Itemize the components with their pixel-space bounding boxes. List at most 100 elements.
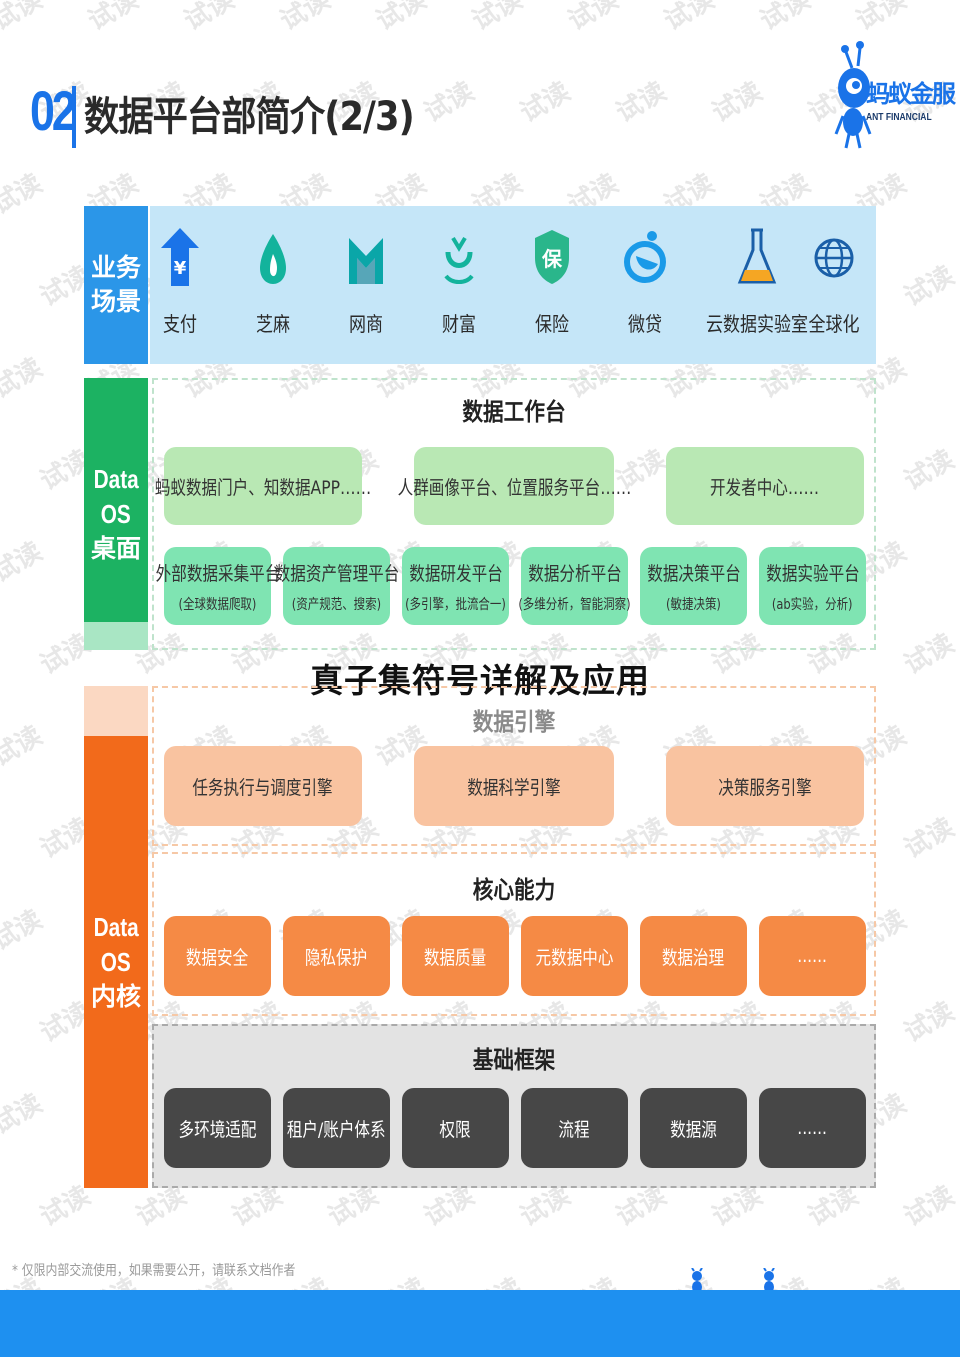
kernel-label-top xyxy=(84,686,148,736)
watermark-text: 试读 xyxy=(515,76,576,129)
engine-pill[interactable]: 数据科学引擎 xyxy=(414,746,614,826)
engine-text: 数据科学引擎 xyxy=(467,776,561,799)
section-number: 02 xyxy=(30,79,77,142)
page-title: 数据平台部简介(2/3) xyxy=(84,94,415,140)
core-title: 核心能力 xyxy=(472,876,556,904)
engine-text: 任务执行与调度引擎 xyxy=(192,776,334,799)
platform-card[interactable]: 数据分析平台 (多维分析，智能洞察) xyxy=(518,547,631,625)
platform-title: 数据决策平台 xyxy=(646,562,741,585)
biz-item-insurance[interactable]: 保 保险 xyxy=(506,226,598,337)
base-card[interactable]: 数据源 xyxy=(640,1088,747,1168)
base-card[interactable]: 权限 xyxy=(402,1088,509,1168)
biz-item-microloan[interactable]: 微贷 xyxy=(599,226,691,337)
watermark-text: 试读 xyxy=(0,720,48,773)
platform-sub: (敏捷决策) xyxy=(666,596,721,613)
base-text: ...... xyxy=(797,1117,828,1139)
microloan-icon xyxy=(624,231,666,283)
watermark-text: 试读 xyxy=(707,76,768,129)
platform-card[interactable]: 数据研发平台 (多引擎，批流合一) xyxy=(402,547,509,625)
watermark-text: 试读 xyxy=(899,1180,960,1233)
platform-sub: (多维分析，智能洞察) xyxy=(518,596,631,613)
platform-card[interactable]: 数据资产管理平台 (资产规范、搜索) xyxy=(274,547,399,625)
workbench-pill[interactable]: 人群画像平台、位置服务平台…… xyxy=(397,447,631,525)
watermark-text: 试读 xyxy=(899,444,960,497)
engine-pill[interactable]: 任务执行与调度引擎 xyxy=(164,746,362,826)
watermark-text: 试读 xyxy=(899,812,960,865)
core-card[interactable]: 数据安全 xyxy=(164,916,271,996)
core-card[interactable]: 元数据中心 xyxy=(521,916,628,996)
biz-item-global[interactable]: 全球化 xyxy=(788,226,880,337)
core-card[interactable]: 隐私保护 xyxy=(283,916,390,996)
base-card[interactable]: 租户/账户体系 xyxy=(283,1088,390,1168)
biz-label: 云数据实验室 xyxy=(706,312,808,336)
watermark-text: 试读 xyxy=(659,0,720,37)
platform-card[interactable]: 数据决策平台 (敏捷决策) xyxy=(640,547,747,625)
biz-item-pay[interactable]: ¥ 支付 xyxy=(134,226,226,337)
biz-label: 全球化 xyxy=(808,312,860,336)
platform-title: 外部数据采集平台 xyxy=(155,562,280,585)
wealth-icon xyxy=(444,236,474,284)
globe-icon xyxy=(814,238,854,278)
business-label-line1: 业务 xyxy=(90,253,141,283)
biz-label: 网商 xyxy=(349,312,383,336)
engine-pill[interactable]: 决策服务引擎 xyxy=(666,746,864,826)
platform-card[interactable]: 数据实验平台 (ab实验，分析) xyxy=(759,547,866,625)
mybank-icon xyxy=(349,238,383,284)
platform-title: 数据资产管理平台 xyxy=(274,562,399,585)
engine-title: 数据引擎 xyxy=(472,708,556,736)
biz-item-wealth[interactable]: 财富 xyxy=(413,226,505,337)
insurance-shield-icon: 保 xyxy=(535,230,569,284)
base-card[interactable]: ...... xyxy=(759,1088,866,1168)
biz-item-lab[interactable]: 云数据实验室 xyxy=(692,226,822,337)
biz-item-sesame[interactable]: 芝麻 xyxy=(227,226,319,337)
footnote: * 仅限内部交流使用，如果需要公开，请联系文档作者 xyxy=(12,1263,296,1279)
sesame-icon xyxy=(260,234,286,284)
watermark-text: 试读 xyxy=(0,1088,48,1141)
workbench-pill[interactable]: 开发者中心…… xyxy=(666,447,864,525)
core-card[interactable]: 数据治理 xyxy=(640,916,747,996)
core-card[interactable]: 数据质量 xyxy=(402,916,509,996)
platform-sub: (ab实验，分析) xyxy=(772,596,853,613)
core-text: 数据治理 xyxy=(662,946,725,969)
watermark-text: 试读 xyxy=(0,904,48,957)
watermark-text: 试读 xyxy=(179,0,240,37)
engine-frame xyxy=(152,686,876,846)
platform-sub: (资产规范、搜索) xyxy=(291,596,382,613)
svg-text:保: 保 xyxy=(541,247,563,271)
alipay-yuan-icon: ¥ xyxy=(161,228,199,286)
desktop-label: Data OS 桌面 xyxy=(84,378,148,650)
platform-card[interactable]: 外部数据采集平台 (全球数据爬取) xyxy=(155,547,280,625)
base-text: 权限 xyxy=(439,1118,472,1141)
core-card[interactable]: ...... xyxy=(759,916,866,996)
base-card[interactable]: 多环境适配 xyxy=(164,1088,271,1168)
biz-label: 保险 xyxy=(535,312,569,336)
pill-text: 蚂蚁数据门户、知数据APP…… xyxy=(154,476,372,499)
kernel-label-line3: 内核 xyxy=(90,982,141,1012)
watermark-text: 试读 xyxy=(275,0,336,37)
base-card[interactable]: 流程 xyxy=(521,1088,628,1168)
watermark-text: 试读 xyxy=(899,996,960,1049)
ant-logo-icon xyxy=(834,41,872,149)
watermark-text: 试读 xyxy=(899,260,960,313)
kernel-label-line1: Data xyxy=(93,912,139,943)
watermark-text: 试读 xyxy=(0,0,48,37)
workbench-frame xyxy=(152,378,876,650)
desktop-label-line1: Data xyxy=(93,464,139,495)
watermark-text: 试读 xyxy=(0,536,48,589)
business-scene-label: 业务 场景 xyxy=(84,206,148,364)
base-text: 流程 xyxy=(558,1118,591,1141)
biz-label: 财富 xyxy=(442,312,476,336)
title-divider xyxy=(72,86,76,148)
overlay-title: 真子集符号详解及应用 xyxy=(310,661,650,700)
logo-name-en: ANT FINANCIAL xyxy=(866,112,932,123)
platform-title: 数据分析平台 xyxy=(527,562,622,585)
core-text: 数据质量 xyxy=(424,946,487,969)
watermark-text: 试读 xyxy=(563,0,624,37)
biz-label: 微贷 xyxy=(628,312,662,336)
workbench-pill[interactable]: 蚂蚁数据门户、知数据APP…… xyxy=(155,447,371,525)
platform-title: 数据实验平台 xyxy=(765,562,860,585)
watermark-text: 试读 xyxy=(0,352,48,405)
workbench-title: 数据工作台 xyxy=(462,398,566,426)
pill-text: 人群画像平台、位置服务平台…… xyxy=(397,476,631,499)
biz-item-mybank[interactable]: 网商 xyxy=(320,226,412,337)
